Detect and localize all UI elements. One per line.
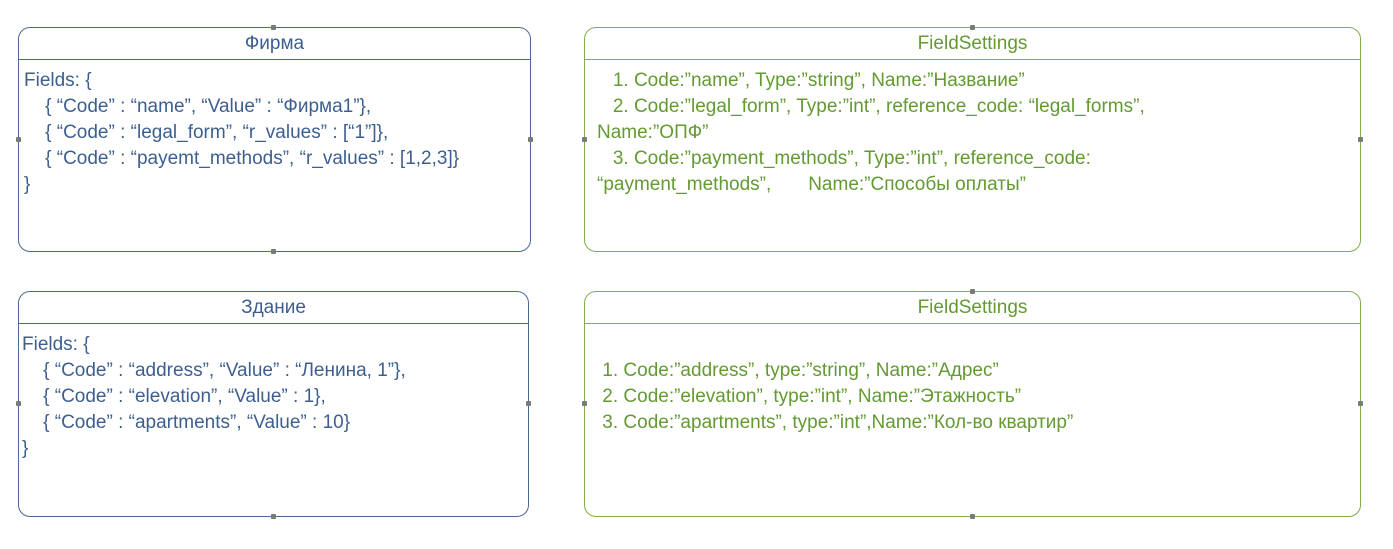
- zdanie-line: { “Code” : “elevation”, “Value” : 1},: [22, 386, 326, 407]
- zdanie-line: { “Code” : “apartments”, “Value” : 10}: [22, 412, 351, 433]
- firma-body: Fields: { { “Code” : “name”, “Value” : “…: [19, 60, 530, 198]
- firma-settings-line: “payment_methods”, Name:”Способы оплаты”: [597, 174, 1026, 195]
- firma-title: Фирма: [19, 28, 530, 60]
- connection-handle[interactable]: [970, 289, 975, 294]
- connection-handle[interactable]: [271, 514, 276, 519]
- connection-handle[interactable]: [582, 401, 587, 406]
- connection-handle[interactable]: [528, 137, 533, 142]
- zdanie-settings-line: 1. Code:”address”, type:”string”, Name:”…: [597, 360, 999, 381]
- firma-settings-line: 1. Code:”name”, Type:”string”, Name:”Наз…: [597, 70, 1025, 91]
- zdanie-line: }: [22, 438, 29, 459]
- connection-handle[interactable]: [970, 25, 975, 30]
- firma-field-settings-box[interactable]: FieldSettings 1. Code:”name”, Type:”stri…: [584, 27, 1361, 252]
- connection-handle[interactable]: [271, 249, 276, 254]
- connection-handle[interactable]: [1358, 401, 1363, 406]
- firma-line: Fields: {: [24, 70, 92, 91]
- firma-settings-line: Name:”ОПФ”: [597, 122, 709, 143]
- connection-handle[interactable]: [16, 401, 21, 406]
- firma-line: }: [24, 174, 31, 195]
- connection-handle[interactable]: [526, 401, 531, 406]
- connection-handle[interactable]: [271, 25, 276, 30]
- firma-settings-title: FieldSettings: [585, 28, 1360, 60]
- connection-handle[interactable]: [1358, 137, 1363, 142]
- zdanie-settings-line: 3. Code:”apartments”, type:”int”,Name:”К…: [597, 412, 1074, 433]
- zdanie-settings-body: 1. Code:”address”, type:”string”, Name:”…: [585, 324, 1360, 436]
- zdanie-entity-box[interactable]: Здание Fields: { { “Code” : “address”, “…: [18, 291, 529, 517]
- firma-settings-body: 1. Code:”name”, Type:”string”, Name:”Наз…: [585, 60, 1360, 198]
- connection-handle[interactable]: [16, 137, 21, 142]
- zdanie-line: Fields: {: [22, 334, 90, 355]
- firma-line: { “Code” : “payemt_methods”, “r_values” …: [24, 148, 460, 169]
- connection-handle[interactable]: [582, 137, 587, 142]
- firma-line: { “Code” : “legal_form”, “r_values” : [“…: [24, 122, 389, 143]
- connection-handle[interactable]: [970, 514, 975, 519]
- zdanie-body: Fields: { { “Code” : “address”, “Value” …: [19, 324, 528, 462]
- zdanie-settings-line: 2. Code:”elevation”, type:”int”, Name:”Э…: [597, 386, 1022, 407]
- firma-settings-line: 3. Code:”payment_methods”, Type:”int”, r…: [597, 148, 1091, 169]
- zdanie-settings-title: FieldSettings: [585, 292, 1360, 324]
- zdanie-settings-line: [597, 332, 1354, 358]
- zdanie-line: { “Code” : “address”, “Value” : “Ленина,…: [22, 360, 406, 381]
- firma-line: { “Code” : “name”, “Value” : “Фирма1”},: [24, 96, 372, 117]
- zdanie-title: Здание: [19, 292, 528, 324]
- firma-entity-box[interactable]: Фирма Fields: { { “Code” : “name”, “Valu…: [18, 27, 531, 252]
- zdanie-field-settings-box[interactable]: FieldSettings 1. Code:”address”, type:”s…: [584, 291, 1361, 517]
- firma-settings-line: 2. Code:”legal_form”, Type:”int”, refere…: [597, 96, 1145, 117]
